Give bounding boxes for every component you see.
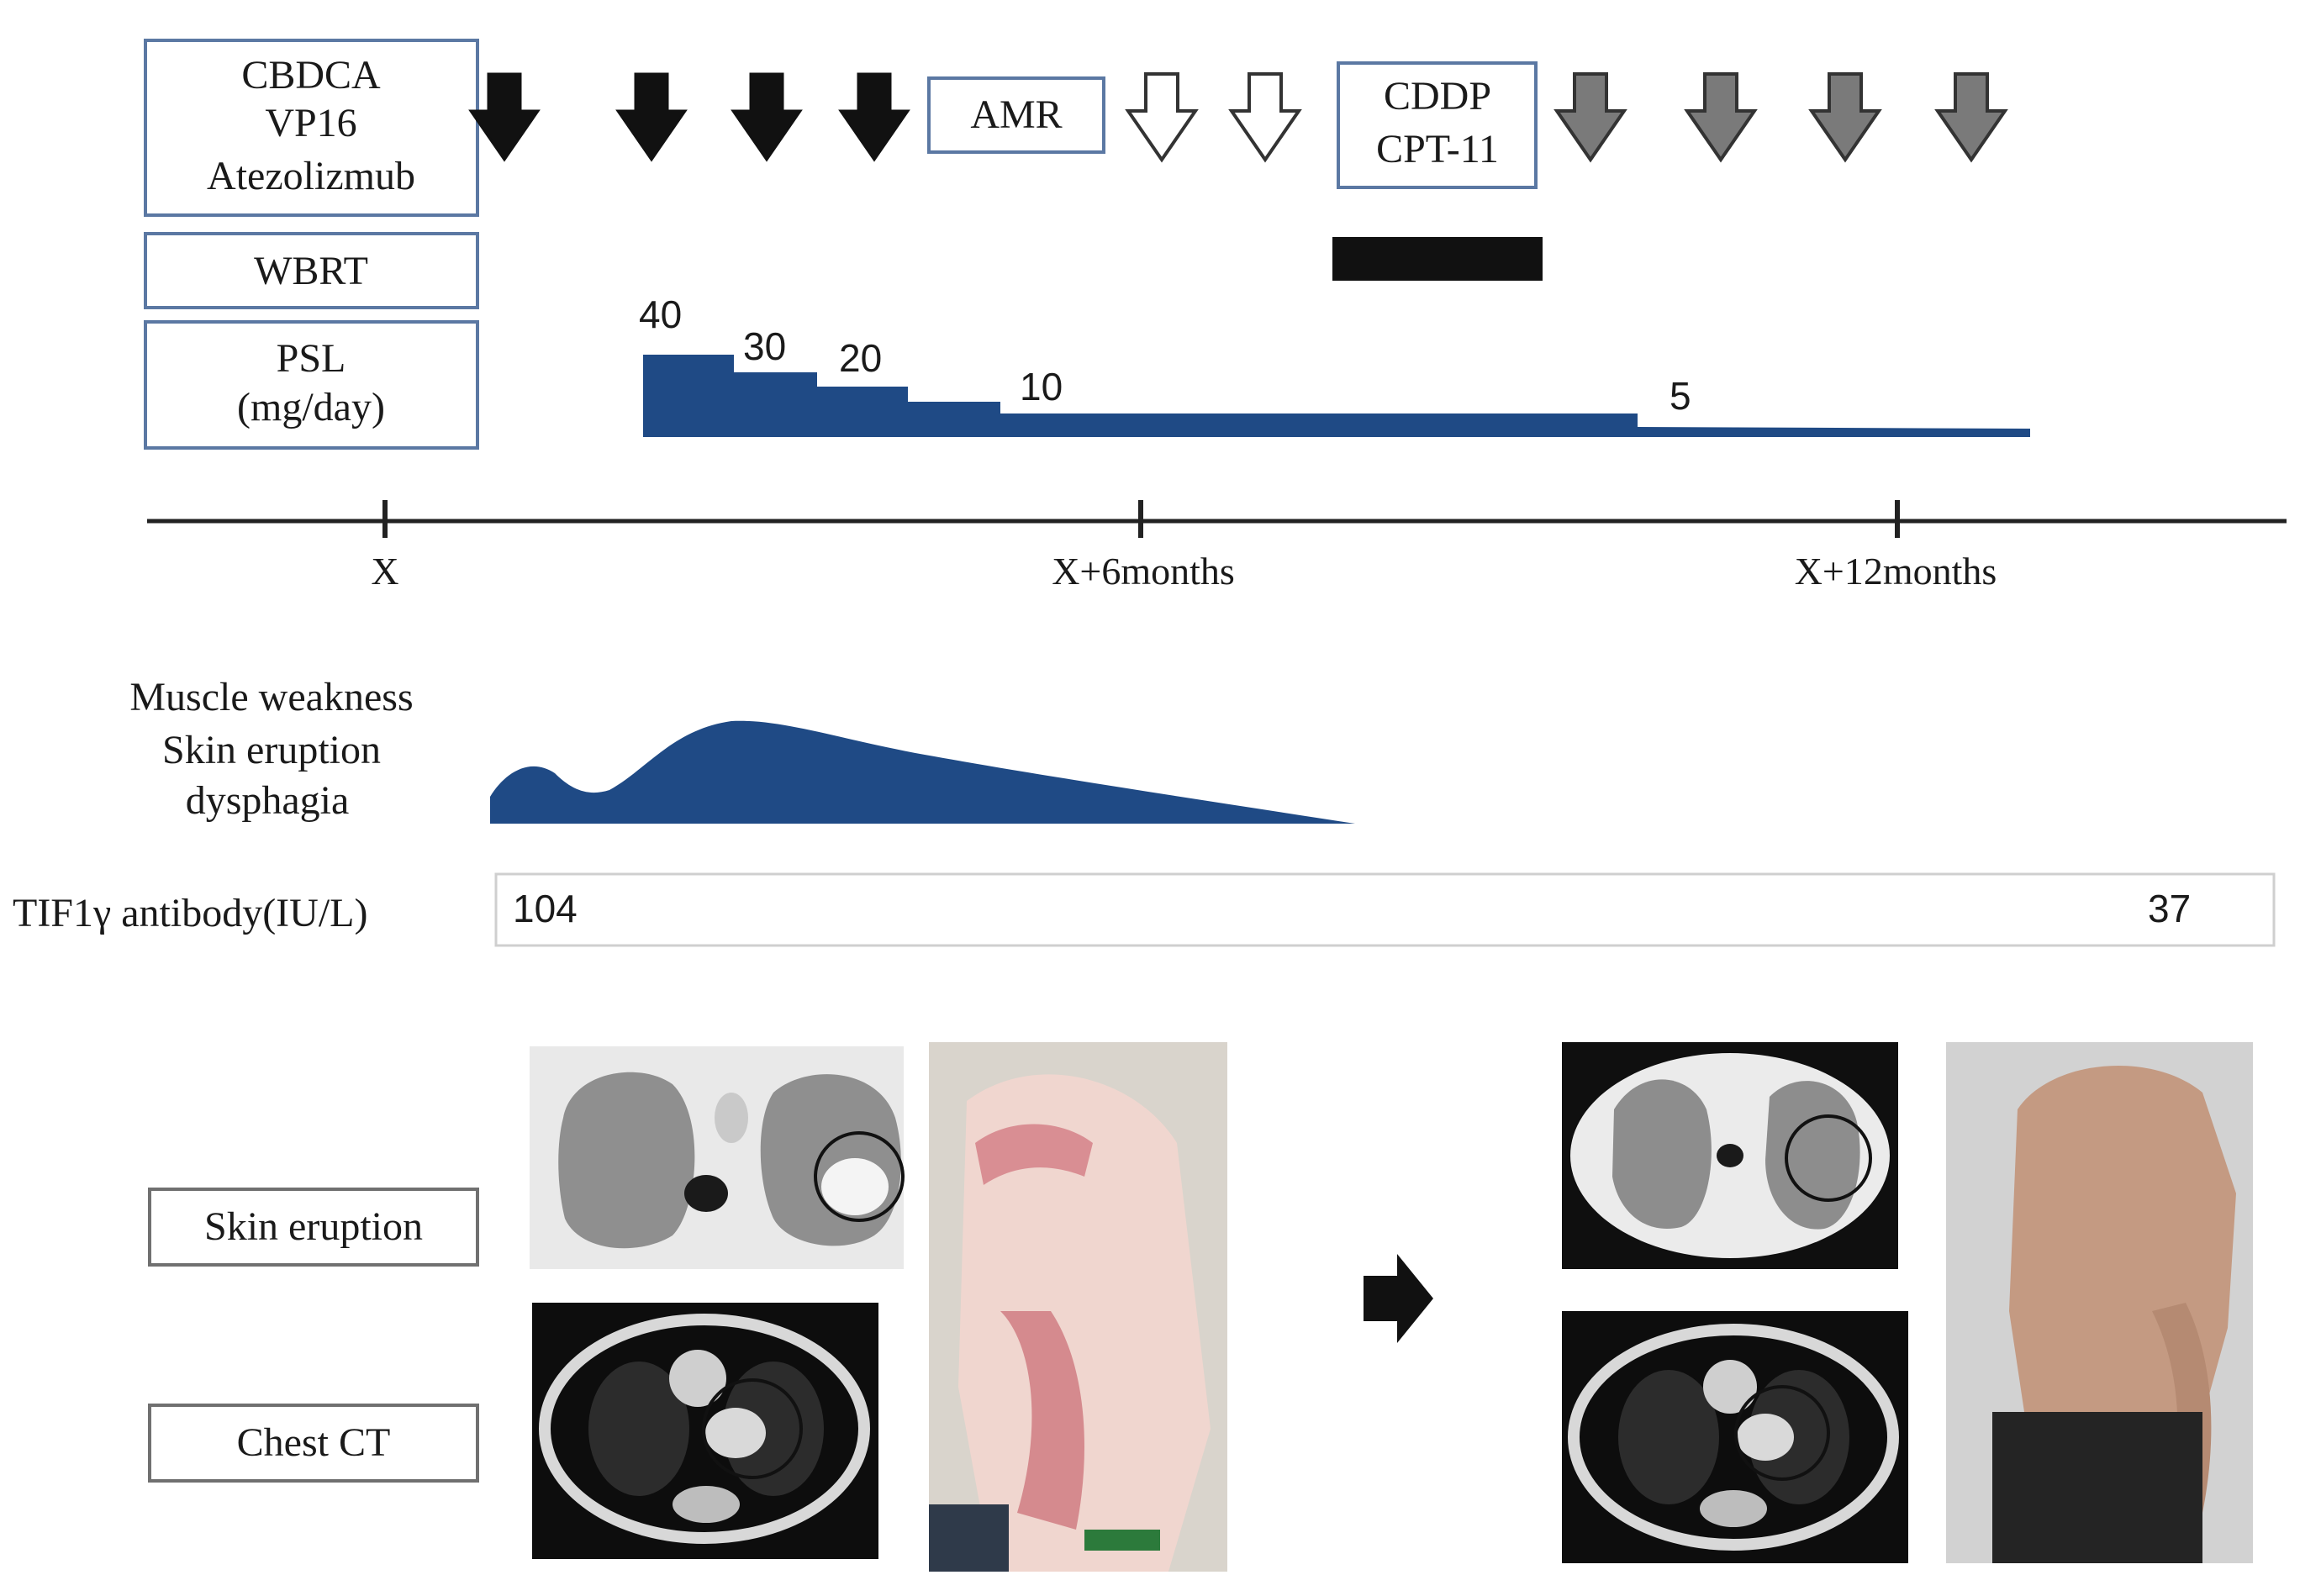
chemo1-drug-1: CBDCA (241, 53, 381, 97)
psl-dose-20: 20 (839, 336, 882, 380)
amr-box: AMR (927, 76, 1105, 154)
black-arrow-icon (839, 72, 910, 161)
symptoms-label: Muscle weakness Skin eruption dysphagia (129, 675, 413, 823)
symptom-muscle-weakness: Muscle weakness (129, 675, 413, 719)
chemo1-drug-3: Atezolizmub (207, 154, 415, 198)
psl-dose-30: 30 (743, 324, 786, 368)
white-arrow-icon (1230, 72, 1300, 161)
tick-label-x: X (371, 550, 398, 593)
gray-arrow-icon (1685, 72, 1756, 161)
amr-label: AMR (970, 92, 1062, 137)
timeline-axis (147, 500, 2287, 538)
chest-ct-label-box: Chest CT (148, 1404, 479, 1483)
ct-lung-after (1562, 1042, 1898, 1269)
chemo2-box: CDDP CPT-11 (1337, 61, 1538, 189)
antibody-start-value: 104 (513, 887, 578, 930)
chemo2-drug-2: CPT-11 (1376, 127, 1499, 171)
psl-dose-40: 40 (639, 292, 682, 336)
white-arrow-icon (1126, 72, 1197, 161)
chest-ct-label: Chest CT (237, 1420, 391, 1465)
right-arrow-icon (1364, 1254, 1433, 1343)
chemo1-drug-2: VP16 (265, 101, 356, 145)
skin-eruption-label-box: Skin eruption (148, 1188, 479, 1267)
tick-label-6months: X+6months (1052, 550, 1235, 593)
ct-mediastinum-before (532, 1303, 878, 1559)
chemo2-drug-1: CDDP (1384, 74, 1491, 119)
antibody-bar (494, 872, 2276, 947)
wbrt-period-bar (1332, 237, 1543, 281)
gray-arrow-icon (1936, 72, 2007, 161)
skin-photo-before (929, 1042, 1227, 1572)
black-arrow-icon (616, 72, 687, 161)
black-arrow-icon (469, 72, 540, 161)
amr-cycle-arrows (1126, 72, 1300, 161)
psl-taper-shape (643, 355, 2030, 437)
wbrt-label: WBRT (254, 249, 368, 293)
antibody-end-value: 37 (2148, 887, 2191, 930)
black-arrow-icon (731, 72, 802, 161)
psl-dose-10: 10 (1020, 365, 1063, 408)
gray-arrow-icon (1810, 72, 1881, 161)
psl-dose-5: 5 (1670, 374, 1691, 418)
skin-photo-after (1946, 1042, 2253, 1563)
chemo1-cycle-arrows (469, 72, 910, 161)
wbrt-box: WBRT (144, 232, 479, 309)
psl-box: PSL (mg/day) (144, 320, 479, 450)
chemo2-cycle-arrows (1555, 72, 2007, 161)
tick-label-12months: X+12months (1795, 550, 1997, 593)
gray-arrow-icon (1555, 72, 1626, 161)
psl-unit: (mg/day) (237, 385, 385, 429)
psl-label: PSL (277, 336, 346, 381)
ct-mediastinum-after (1562, 1311, 1908, 1563)
antibody-label: TIF1γ antibody(IU/L) (13, 891, 367, 935)
symptom-dysphagia: dysphagia (186, 778, 350, 823)
symptom-skin-eruption: Skin eruption (162, 728, 381, 772)
symptom-curve (490, 720, 1355, 824)
ct-lung-before (530, 1046, 905, 1269)
skin-eruption-label: Skin eruption (204, 1204, 423, 1249)
chemo1-box: CBDCA VP16 Atezolizmub (144, 39, 479, 217)
